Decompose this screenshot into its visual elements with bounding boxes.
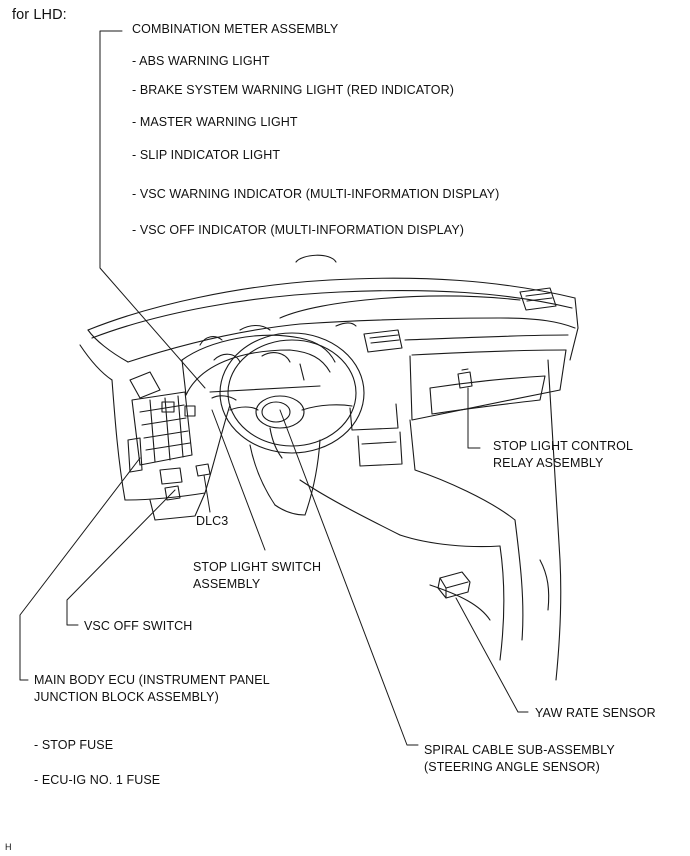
combination-meter-item: - BRAKE SYSTEM WARNING LIGHT (RED INDICA… xyxy=(132,83,455,97)
leader-vsc-off-switch xyxy=(66,489,176,626)
heading: for LHD: xyxy=(12,7,67,23)
main-body-ecu-item: - ECU-IG NO. 1 FUSE xyxy=(34,773,161,787)
leader-stop-light-relay xyxy=(467,387,481,449)
spiral-cable-label-2: (STEERING ANGLE SENSOR) xyxy=(424,760,600,774)
combination-meter-item: - MASTER WARNING LIGHT xyxy=(132,115,298,129)
leader-main-body-ecu xyxy=(19,457,141,681)
combination-meter-item: - VSC WARNING INDICATOR (MULTI-INFORMATI… xyxy=(132,187,500,201)
leader-combination-meter xyxy=(99,30,206,389)
stop-light-switch-label-1: STOP LIGHT SWITCH xyxy=(193,560,322,574)
combination-meter-item: - SLIP INDICATOR LIGHT xyxy=(132,148,281,162)
dashboard-outline xyxy=(79,254,579,681)
main-body-ecu-label-1: MAIN BODY ECU (INSTRUMENT PANEL xyxy=(34,673,270,687)
combination-meter-drawing xyxy=(181,324,336,396)
combination-meter-item: - VSC OFF INDICATOR (MULTI-INFORMATION D… xyxy=(132,223,465,237)
combination-meter-item: - ABS WARNING LIGHT xyxy=(132,54,270,68)
junction-block-drawing xyxy=(127,391,237,501)
main-body-ecu-label-2: JUNCTION BLOCK ASSEMBLY) xyxy=(34,690,219,704)
stop-light-switch-label-2: ASSEMBLY xyxy=(193,577,261,591)
yaw-rate-sensor-label: YAW RATE SENSOR xyxy=(535,706,656,720)
leader-lines xyxy=(19,30,529,746)
stop-light-relay-label-2: RELAY ASSEMBLY xyxy=(493,456,604,470)
combination-meter-title: COMBINATION METER ASSEMBLY xyxy=(132,22,339,36)
figure-code: H xyxy=(5,842,12,852)
leader-dlc3 xyxy=(203,474,211,513)
vsc-off-switch-label: VSC OFF SWITCH xyxy=(84,619,193,633)
stop-light-relay-drawing xyxy=(457,368,473,389)
yaw-rate-sensor-drawing xyxy=(437,571,471,599)
dlc3-label: DLC3 xyxy=(196,514,229,528)
leader-stop-light-switch xyxy=(211,409,266,551)
spiral-cable-label-1: SPIRAL CABLE SUB-ASSEMBLY xyxy=(424,743,615,757)
main-body-ecu-item: - STOP FUSE xyxy=(34,738,114,752)
steering-wheel-drawing xyxy=(219,332,365,516)
stop-light-relay-label-1: STOP LIGHT CONTROL xyxy=(493,439,634,453)
leader-yaw-rate-sensor xyxy=(455,597,529,713)
leader-spiral-cable xyxy=(279,409,419,746)
